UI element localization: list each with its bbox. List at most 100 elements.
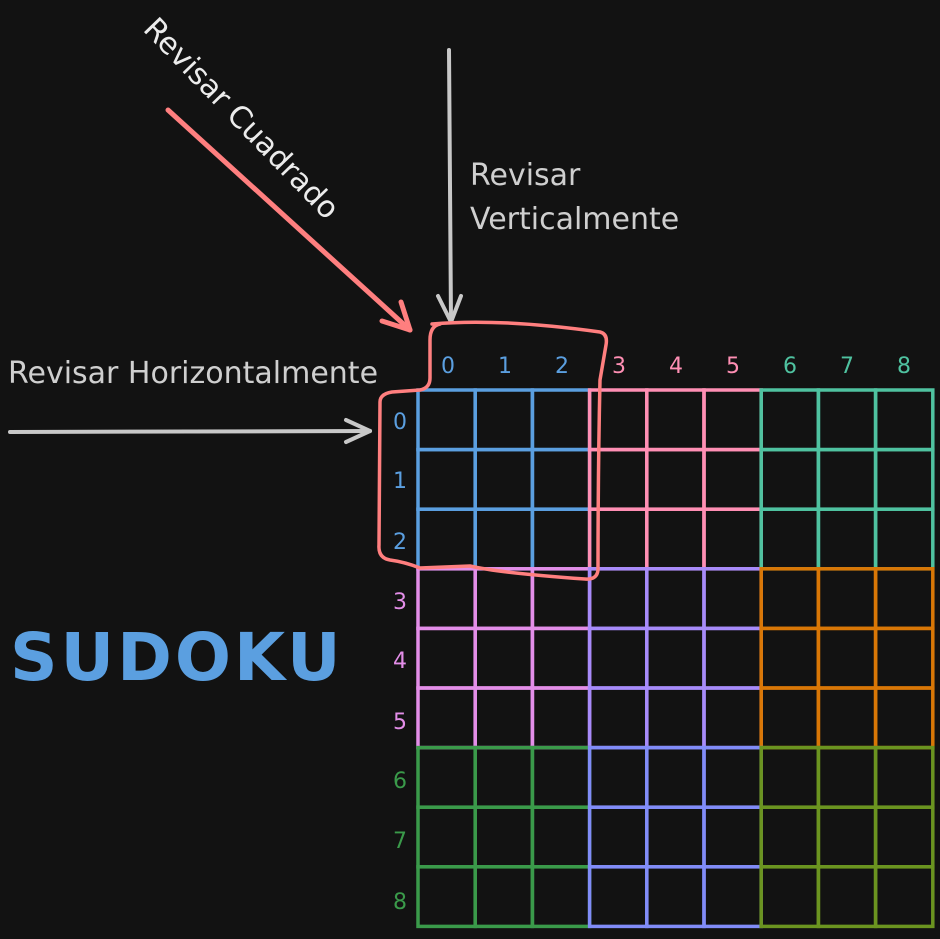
- sudoku-cell: [587, 626, 649, 690]
- row-label-0: 0: [393, 410, 407, 435]
- sudoku-cell: [587, 567, 649, 631]
- sudoku-cell: [702, 686, 763, 750]
- col-label-6: 6: [783, 354, 797, 379]
- sudoku-cell: [645, 447, 706, 511]
- row-label-2: 2: [393, 530, 407, 555]
- sudoku-cell: [645, 507, 706, 571]
- sudoku-cell: [702, 388, 763, 452]
- sudoku-cell: [473, 447, 535, 511]
- sudoku-grid: [416, 388, 935, 929]
- sudoku-cell: [645, 626, 706, 690]
- sudoku-cell: [873, 567, 935, 631]
- sudoku-box-2-2: [759, 745, 935, 929]
- sudoku-cell: [645, 388, 706, 452]
- sudoku-cell: [759, 447, 821, 511]
- sudoku-cell: [873, 447, 935, 511]
- sudoku-cell: [530, 745, 592, 809]
- sudoku-cell: [473, 805, 535, 869]
- sudoku-cell: [873, 626, 935, 690]
- sudoku-cell: [416, 686, 477, 750]
- sudoku-cell: [416, 865, 477, 929]
- sudoku-cell: [473, 745, 535, 809]
- sudoku-cell: [416, 388, 477, 452]
- sudoku-cell: [473, 567, 535, 631]
- sudoku-cell: [587, 865, 649, 929]
- sudoku-cell: [759, 567, 821, 631]
- sudoku-cell: [416, 507, 477, 571]
- sudoku-box-2-0: [416, 745, 592, 929]
- sudoku-cell: [873, 805, 935, 869]
- row-label-8: 8: [393, 890, 407, 915]
- sudoku-cell: [873, 745, 935, 809]
- sudoku-cell: [416, 805, 477, 869]
- sudoku-cell: [759, 507, 821, 571]
- sudoku-cell: [416, 745, 477, 809]
- sudoku-cell: [873, 388, 935, 452]
- sudoku-cell: [759, 745, 821, 809]
- row-label-1: 1: [393, 469, 407, 494]
- sudoku-cell: [816, 805, 878, 869]
- sudoku-cell: [530, 626, 592, 690]
- annotation-vertical-line2: Verticalmente: [470, 202, 679, 237]
- sudoku-cell: [530, 686, 592, 750]
- sudoku-cell: [645, 865, 706, 929]
- sudoku-cell: [645, 686, 706, 750]
- sudoku-cell: [816, 626, 878, 690]
- sudoku-cell: [645, 805, 706, 869]
- sudoku-cell: [759, 388, 821, 452]
- page-title: SUDOKU: [10, 619, 344, 696]
- sudoku-cell: [816, 388, 878, 452]
- square-highlight: [377, 320, 609, 581]
- sudoku-cell: [873, 507, 935, 571]
- row-label-5: 5: [393, 710, 407, 735]
- square-arrow: [165, 107, 413, 333]
- horizontal-arrow: [8, 418, 372, 444]
- sudoku-cell: [702, 626, 763, 690]
- sudoku-cell: [816, 745, 878, 809]
- sudoku-cell: [473, 507, 535, 571]
- sudoku-cell: [873, 686, 935, 750]
- sudoku-cell: [473, 388, 535, 452]
- sudoku-cell: [816, 507, 878, 571]
- col-label-2: 2: [555, 354, 569, 379]
- sudoku-cell: [530, 447, 592, 511]
- sudoku-cell: [587, 805, 649, 869]
- sudoku-cell: [645, 567, 706, 631]
- sudoku-box-0-1: [587, 388, 763, 571]
- sudoku-cell: [759, 626, 821, 690]
- annotation-horizontal: Revisar Horizontalmente: [8, 356, 378, 391]
- col-label-8: 8: [897, 354, 911, 379]
- col-label-3: 3: [612, 354, 626, 379]
- sudoku-cell: [702, 745, 763, 809]
- row-label-6: 6: [393, 769, 407, 794]
- sudoku-cell: [587, 745, 649, 809]
- sudoku-cell: [873, 865, 935, 929]
- sudoku-cell: [759, 865, 821, 929]
- sudoku-box-1-2: [759, 567, 935, 750]
- sudoku-cell: [702, 805, 763, 869]
- sudoku-box-1-0: [416, 567, 592, 750]
- sudoku-cell: [702, 507, 763, 571]
- column-labels: 0 1 2 3 4 5 6 7 8: [441, 354, 911, 379]
- col-label-5: 5: [726, 354, 740, 379]
- sudoku-cell: [416, 567, 477, 631]
- vertical-arrow: [436, 48, 463, 324]
- sudoku-cell: [473, 686, 535, 750]
- sudoku-cell: [473, 626, 535, 690]
- sudoku-cell: [759, 805, 821, 869]
- sudoku-cell: [530, 805, 592, 869]
- sudoku-cell: [702, 567, 763, 631]
- sudoku-cell: [816, 447, 878, 511]
- sudoku-cell: [473, 865, 535, 929]
- sudoku-cell: [759, 686, 821, 750]
- sudoku-box-1-1: [587, 567, 763, 750]
- sudoku-box-0-0: [416, 388, 592, 571]
- sudoku-cell: [816, 865, 878, 929]
- sudoku-box-2-1: [587, 745, 763, 929]
- sudoku-cell: [816, 567, 878, 631]
- sudoku-cell: [702, 447, 763, 511]
- col-label-4: 4: [669, 354, 683, 379]
- col-label-0: 0: [441, 354, 455, 379]
- sudoku-cell: [416, 447, 477, 511]
